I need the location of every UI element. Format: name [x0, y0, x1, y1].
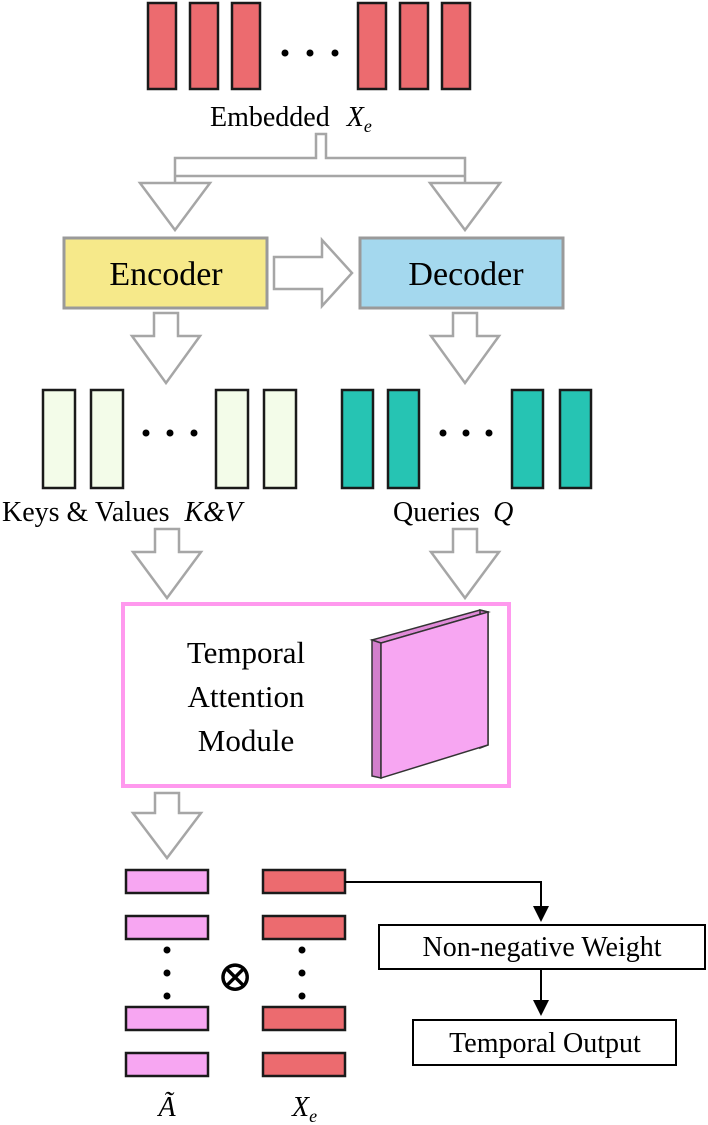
ellipsis-dot	[190, 429, 198, 437]
module-label-line1: Temporal	[187, 635, 305, 670]
decoder-label: Decoder	[408, 256, 524, 293]
keys-values-tokens	[41, 388, 298, 490]
key-value-token	[214, 388, 250, 490]
ellipsis-dot	[485, 429, 493, 437]
ellipsis-dot	[306, 49, 314, 57]
module-label-line3: Module	[198, 723, 294, 758]
vertical-ellipsis-dot	[163, 969, 171, 977]
attention-symbol: Ã	[156, 1092, 176, 1123]
query-tokens	[340, 388, 593, 490]
ellipsis-dot	[462, 429, 470, 437]
key-value-token	[262, 388, 298, 490]
embedded-tokens	[146, 1, 472, 91]
embedded-column-symbol: Xe	[291, 1092, 317, 1125]
queries-label: Queries Q	[393, 497, 513, 528]
decoder-block: Decoder	[358, 236, 565, 310]
temporal-output-label: Temporal Output	[449, 1028, 641, 1059]
embedded-bar	[261, 1005, 347, 1032]
non-negative-weight-box: Non-negative Weight	[378, 924, 706, 970]
multiply-operator: ⊗	[217, 952, 254, 1001]
vertical-ellipsis-dot	[298, 946, 306, 954]
query-token	[558, 388, 593, 490]
embedded-bar	[261, 1051, 347, 1078]
temporal-attention-module: Temporal Attention Module	[121, 602, 511, 788]
non-negative-weight-label: Non-negative Weight	[422, 932, 661, 963]
keys-values-label: Keys & Values K&V	[2, 497, 245, 528]
decoder-down-arrow	[428, 311, 502, 386]
keys-values-down-arrow	[130, 527, 204, 601]
query-token	[386, 388, 421, 490]
ellipsis-dot	[439, 429, 447, 437]
embedded-label: Embedded Xe	[210, 102, 372, 136]
embedded-bar	[261, 914, 347, 941]
split-arrow	[137, 132, 503, 233]
vertical-ellipsis-dot	[163, 992, 171, 1000]
embedded-bar	[261, 868, 347, 895]
temporal-output-box: Temporal Output	[412, 1019, 677, 1066]
attention-slab-icon	[369, 609, 491, 780]
embedded-token	[356, 1, 388, 91]
key-value-token	[89, 388, 125, 490]
embedded-token	[188, 1, 220, 91]
queries-down-arrow	[428, 527, 502, 601]
vertical-ellipsis-dot	[298, 992, 306, 1000]
attention-weight-bar	[124, 1051, 210, 1078]
ellipsis-dot	[281, 49, 289, 57]
encoder-to-decoder-arrow	[272, 236, 354, 310]
embedded-column	[261, 868, 347, 1078]
vertical-ellipsis-dot	[163, 946, 171, 954]
encoder-label: Encoder	[109, 256, 223, 293]
embedded-token	[398, 1, 430, 91]
ellipsis-dot	[142, 429, 150, 437]
query-token	[510, 388, 545, 490]
connector-to-weight	[345, 881, 549, 922]
embedded-token	[146, 1, 178, 91]
attention-weights-column	[124, 868, 210, 1078]
key-value-token	[41, 388, 77, 490]
attention-weight-bar	[124, 1005, 210, 1032]
embedded-token	[230, 1, 262, 91]
query-token	[340, 388, 375, 490]
attention-weight-bar	[124, 868, 210, 895]
vertical-ellipsis-dot	[298, 969, 306, 977]
embedded-token	[440, 1, 472, 91]
encoder-down-arrow	[129, 311, 203, 386]
module-down-arrow	[130, 791, 204, 861]
ellipsis-dot	[331, 49, 339, 57]
ellipsis-dot	[166, 429, 174, 437]
attention-weight-bar	[124, 914, 210, 941]
module-label-line2: Attention	[187, 679, 305, 714]
encoder-block: Encoder	[62, 236, 269, 310]
